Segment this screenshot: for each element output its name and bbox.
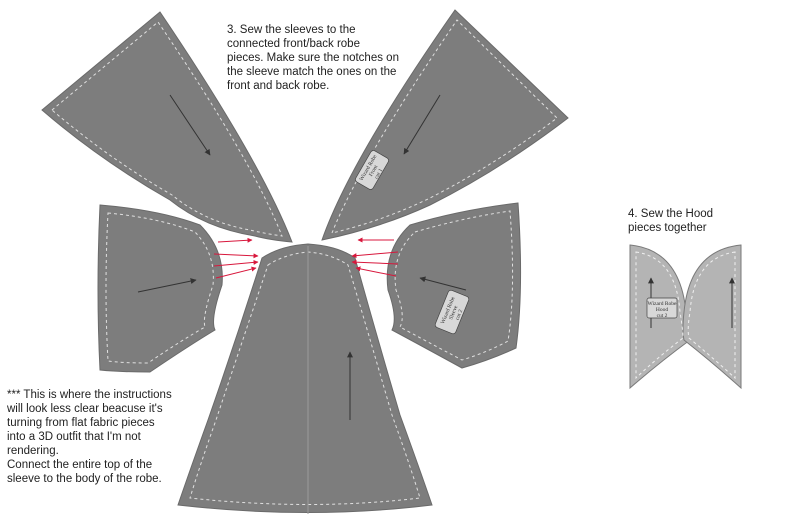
right-sleeve-piece: Wizard Robe Sleeve cut 2 xyxy=(386,202,522,369)
sleeve-label-line2: Sleeve xyxy=(448,304,459,320)
hood-label-line2: Hood xyxy=(656,307,668,313)
notch-arrows-left xyxy=(213,237,259,279)
front-label-line2: Front xyxy=(368,164,379,178)
step-4-instruction: 4. Sew the Hood pieces together xyxy=(628,208,714,234)
hood-piece-label: Wizard Robe Hood cut 2 xyxy=(646,297,678,319)
left-sleeve-piece xyxy=(97,204,223,373)
hood-label-line1: Wizard Robe xyxy=(648,301,678,307)
front-label-line3: cut 1 xyxy=(374,168,385,181)
hood-label-line3: cut 2 xyxy=(657,313,668,319)
notch-arrows-right xyxy=(351,237,399,277)
upper-left-robe-piece xyxy=(41,11,293,243)
sleeve-label-line3: cut 2 xyxy=(455,309,465,322)
hood-pieces: Wizard Robe Hood cut 2 xyxy=(629,244,742,390)
rendering-note: *** This is where the instructions will … xyxy=(7,389,172,485)
robe-body-piece xyxy=(177,243,433,514)
sleeve-piece-label: Wizard Robe Sleeve cut 2 xyxy=(434,289,470,335)
upper-right-robe-piece: Wizard Robe Front cut 1 xyxy=(321,9,569,241)
step-3-instruction: 3. Sew the sleeves to the connected fron… xyxy=(227,24,399,92)
